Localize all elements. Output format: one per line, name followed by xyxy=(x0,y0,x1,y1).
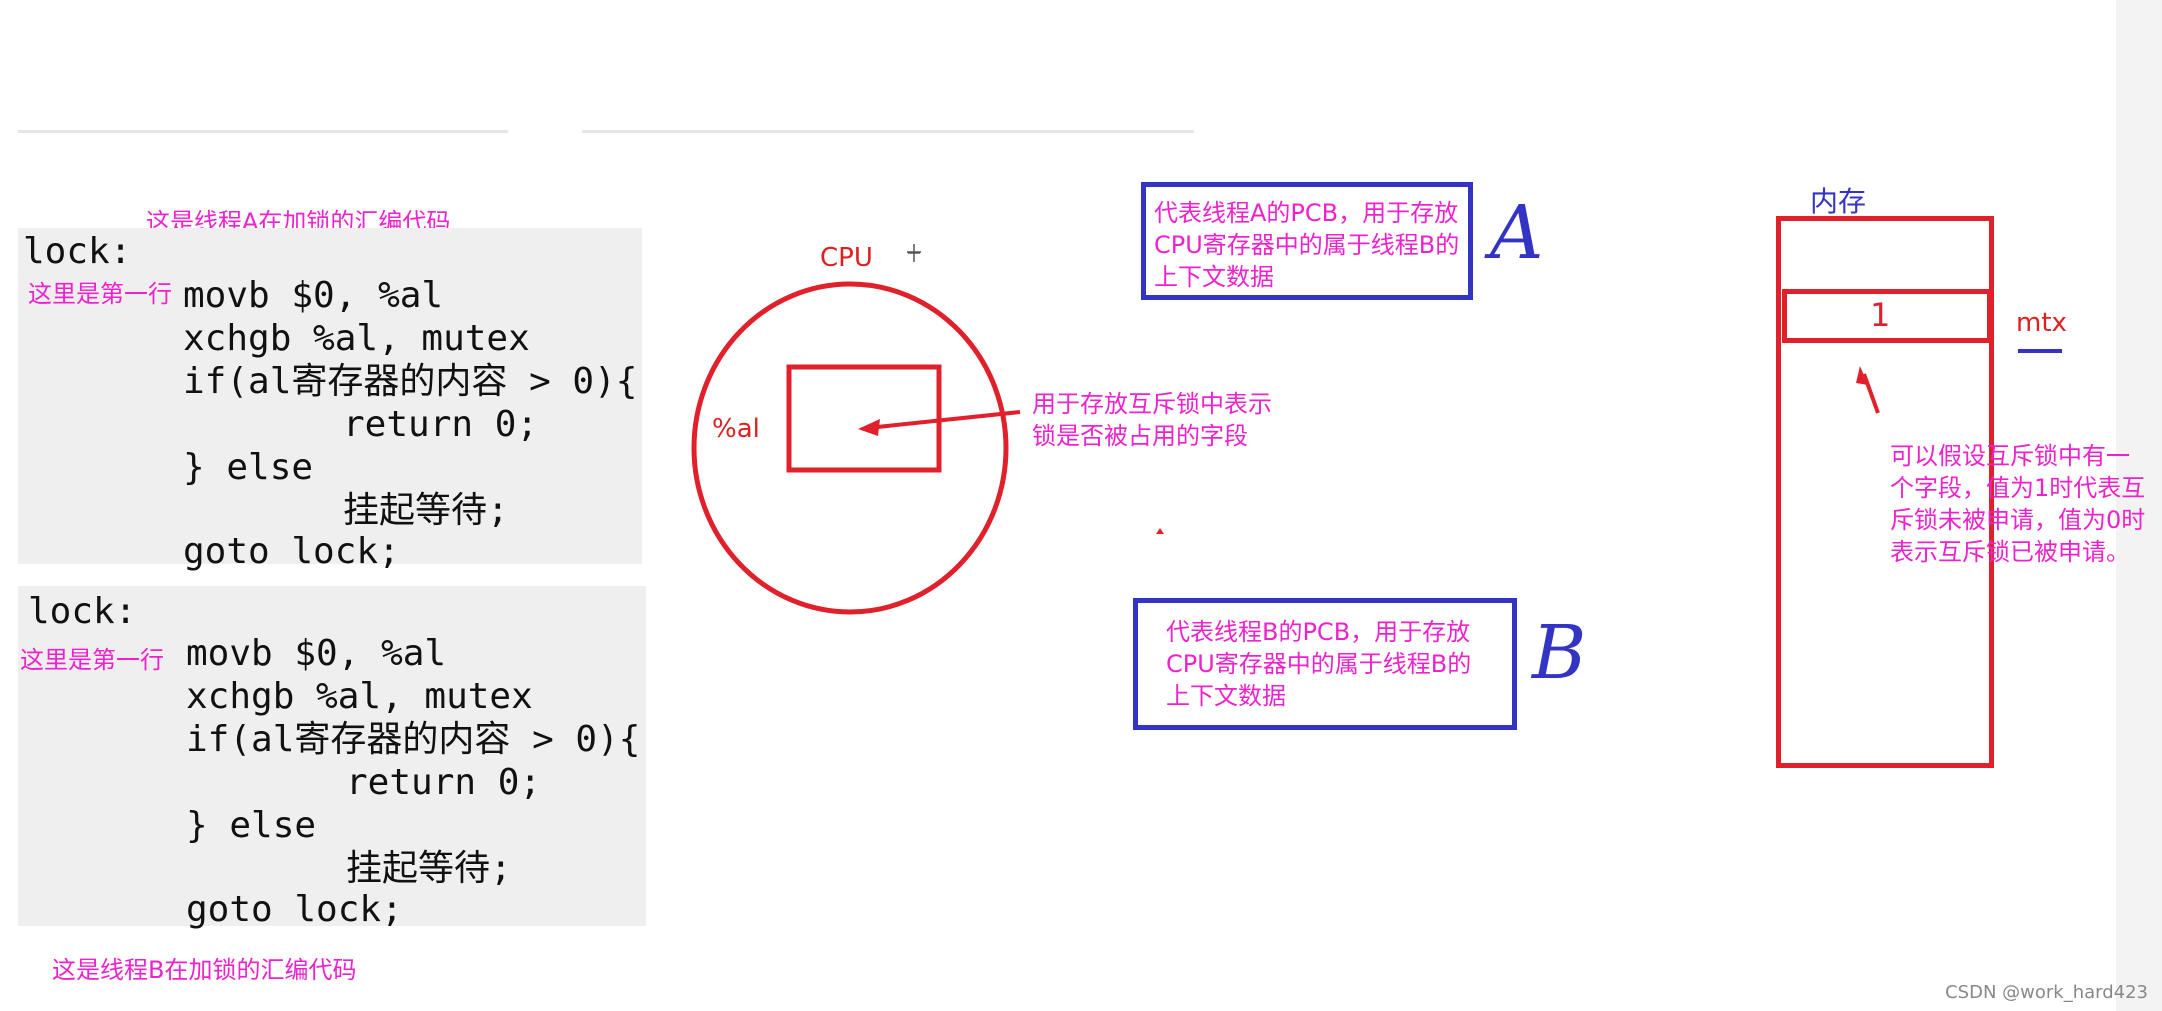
code-token: if(al xyxy=(183,361,292,402)
crosshair-icon xyxy=(907,244,921,262)
memory-slot-value: 1 xyxy=(1870,296,1891,334)
memory-note-line4: 表示互斥锁已被申请。 xyxy=(1890,538,2130,566)
code-block-thread-b: lock: movb $0, %al xchgb %al, mutex if(a… xyxy=(18,586,646,930)
pcb-a-line3: 上下文数据 xyxy=(1154,263,1274,291)
register-note-arrow xyxy=(867,410,1021,430)
stray-mark xyxy=(1156,528,1164,534)
register-note-line2: 锁是否被占用的字段 xyxy=(1032,422,1248,450)
first-line-note-b: 这里是第一行 xyxy=(20,646,164,674)
code-line: lock: xyxy=(28,591,137,632)
pcb-b-box xyxy=(1133,598,1517,730)
code-line: movb $0, %al xyxy=(186,633,447,674)
code-line: } else xyxy=(183,447,314,488)
code-line: goto lock; xyxy=(183,531,400,572)
code-line: return 0; xyxy=(346,762,542,803)
pcb-a-box xyxy=(1141,182,1473,300)
cpu-label: CPU xyxy=(820,243,873,273)
first-line-note-a: 这里是第一行 xyxy=(28,280,172,308)
caption-thread-b: 这是线程B在加锁的汇编代码 xyxy=(52,956,357,984)
pcb-b-line3: 上下文数据 xyxy=(1166,682,1286,710)
arrowhead xyxy=(858,419,880,436)
code-block-thread-a: lock: movb $0, %al xchgb %al, mutex if(a… xyxy=(18,228,642,572)
pcb-b-line1: 代表线程B的PCB，用于存放 xyxy=(1166,618,1471,646)
memory-box xyxy=(1776,216,1994,768)
pcb-a-line1: 代表线程A的PCB，用于存放 xyxy=(1154,199,1459,227)
memory-title: 内存 xyxy=(1810,185,1867,218)
cpu-circle xyxy=(691,281,1009,615)
code-token: if(al xyxy=(186,719,295,760)
memory-note-line1: 可以假设互斥锁中有一 xyxy=(1890,442,2130,470)
code-line: if(al寄存器的内容 > 0){ xyxy=(183,360,637,403)
slot-note-arrow xyxy=(1862,373,1880,414)
code-line: xchgb %al, mutex xyxy=(183,318,530,359)
divider-line xyxy=(18,130,508,133)
code-line: } else xyxy=(186,805,317,846)
code-line: goto lock; xyxy=(186,889,403,930)
code-token: 寄存器的内容 xyxy=(291,361,508,402)
code-line: return 0; xyxy=(343,404,539,445)
memory-slot-mtx xyxy=(1782,289,1992,343)
code-line: movb $0, %al xyxy=(183,275,444,316)
memory-note-line2: 个字段，值为1时代表互 xyxy=(1890,474,2146,502)
al-register-label: %al xyxy=(712,414,760,444)
pcb-a-letter: A xyxy=(1490,190,1544,276)
code-line: 挂起等待; xyxy=(343,490,509,531)
code-line: 挂起等待; xyxy=(346,848,512,889)
divider-line xyxy=(582,130,1194,133)
register-note-line1: 用于存放互斥锁中表示 xyxy=(1032,390,1272,418)
memory-note-line3: 斥锁未被申请，值为0时 xyxy=(1890,506,2146,534)
mtx-label: mtx xyxy=(2016,308,2067,338)
code-token: > 0){ xyxy=(507,361,638,402)
code-line: xchgb %al, mutex xyxy=(186,676,533,717)
code-line: lock: xyxy=(23,231,132,272)
watermark: CSDN @work_hard423 xyxy=(1945,982,2148,1003)
code-token: 寄存器的内容 xyxy=(294,719,511,760)
right-margin-strip xyxy=(2116,0,2162,1011)
pcb-b-letter: B xyxy=(1532,610,1587,696)
pcb-a-line2: CPU寄存器中的属于线程B的 xyxy=(1154,231,1460,259)
arrowhead xyxy=(1856,366,1868,385)
code-token: > 0){ xyxy=(510,719,641,760)
code-line: if(al寄存器的内容 > 0){ xyxy=(186,718,640,761)
al-register-box xyxy=(786,364,942,473)
pcb-b-line2: CPU寄存器中的属于线程B的 xyxy=(1166,650,1472,678)
